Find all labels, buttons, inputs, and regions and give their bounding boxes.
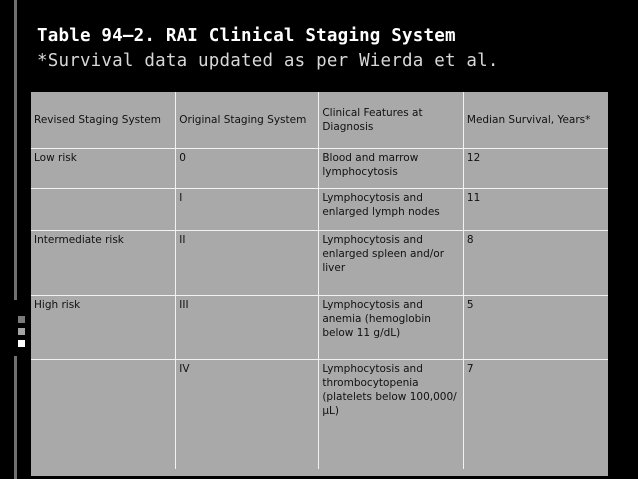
decor-bar-bottom <box>14 356 17 479</box>
table-cell: Low risk <box>34 151 77 164</box>
decor-square <box>18 328 25 335</box>
table-row: Intermediate risk II Lymphocytosis and e… <box>31 230 608 295</box>
table-cell: 8 <box>462 230 608 295</box>
header-cell: Original Staging System <box>175 92 319 148</box>
table-cell: Intermediate risk <box>34 233 124 246</box>
rai-table: Revised Staging System Original Staging … <box>31 92 608 469</box>
table-row: Low risk 0 Blood and marrow lymphocytosi… <box>31 148 608 188</box>
table-cell: II <box>175 230 319 295</box>
decor-square <box>18 340 25 347</box>
header-cell: Median Survival, Years* <box>462 92 608 148</box>
table-row: High risk III Lymphocytosis and anemia (… <box>31 295 608 359</box>
table-cell: 12 <box>462 148 608 188</box>
header-cell: Clinical Features at Diagnosis <box>318 92 464 148</box>
table-cell: 11 <box>462 188 608 230</box>
table-cell: Blood and marrow lymphocytosis <box>318 148 464 188</box>
decor-bar-top <box>14 0 17 300</box>
table-cell: 7 <box>462 359 608 469</box>
table-cell <box>31 188 176 230</box>
table-cell <box>31 359 176 469</box>
table-cell: Lymphocytosis and anemia (hemoglobin bel… <box>318 295 464 359</box>
table-header-row: Revised Staging System Original Staging … <box>31 92 608 148</box>
table-cell: Lymphocytosis and thrombocytopenia (plat… <box>318 359 464 469</box>
table-cell: III <box>175 295 319 359</box>
table-cell: 5 <box>462 295 608 359</box>
table-cell: High risk <box>34 298 81 311</box>
title-text: Table 94–2. RAI Clinical Staging System <box>37 26 456 46</box>
header-cell: Revised Staging System <box>34 113 161 126</box>
table-cell: Lymphocytosis and enlarged lymph nodes <box>318 188 464 230</box>
table-cell: IV <box>175 359 319 469</box>
table-row: I Lymphocytosis and enlarged lymph nodes… <box>31 188 608 230</box>
decor-square <box>18 316 25 323</box>
subtitle-text: *Survival data updated as per Wierda et … <box>37 51 499 71</box>
table-row: IV Lymphocytosis and thrombocytopenia (p… <box>31 359 608 469</box>
staging-table: Revised Staging System Original Staging … <box>31 92 608 476</box>
table-cell: Lymphocytosis and enlarged spleen and/or… <box>318 230 464 295</box>
table-cell: 0 <box>175 148 319 188</box>
table-cell: I <box>175 188 319 230</box>
slide-title: Table 94–2. RAI Clinical Staging System … <box>37 24 597 74</box>
